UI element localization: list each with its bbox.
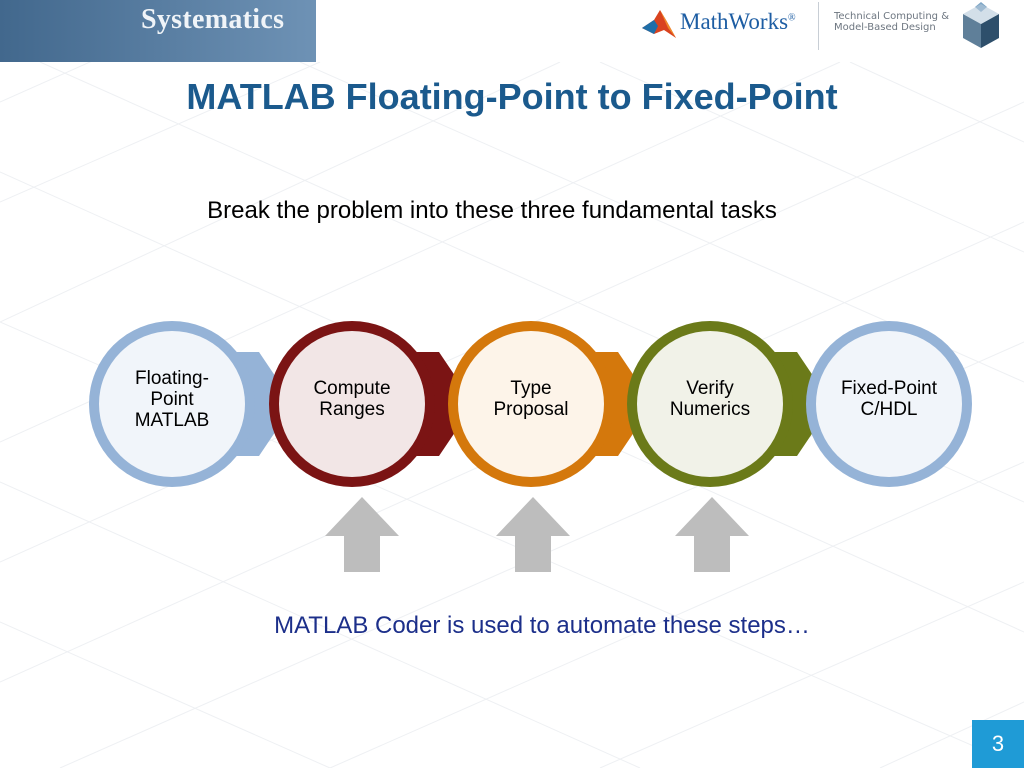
tagline-line-2: Model-Based Design [834, 22, 936, 33]
label-line: Floating- [135, 367, 209, 389]
label-line: Proposal [493, 399, 569, 420]
slide-title: MATLAB Floating-Point to Fixed-Point [186, 76, 838, 117]
label-line: Type [510, 378, 552, 399]
header-tagline: Technical Computing & Model-Based Design [834, 11, 964, 33]
label-line: Point [150, 388, 194, 410]
mathworks-logo-icon [642, 10, 676, 38]
slide-subtitle: Break the problem into these three funda… [207, 197, 777, 224]
label-line: Ranges [319, 399, 385, 420]
workflow-circle-1 [99, 331, 245, 477]
tagline-line-1: Technical Computing & [834, 11, 949, 22]
workflow-circle-4 [637, 331, 783, 477]
label-line: Numerics [669, 399, 751, 420]
workflow-circle-2 [279, 331, 425, 477]
registered-mark: ® [788, 12, 796, 24]
workflow-circle-5 [816, 331, 962, 477]
page-number: 3 [972, 720, 1024, 768]
mathworks-wordmark: MathWorks® [680, 9, 796, 35]
systematics-banner: Systematics [0, 0, 316, 62]
input-arrow-2 [496, 497, 570, 572]
label-line: Fixed-Point [840, 378, 938, 399]
cube-logo-icon [963, 2, 999, 48]
header-bar: Systematics MathWorks® Technical Computi… [0, 0, 1024, 62]
input-arrow-3 [675, 497, 749, 572]
label-line: Verify [686, 378, 734, 399]
label-line: C/HDL [860, 399, 918, 420]
label-line: Compute [313, 378, 391, 399]
footer-note: MATLAB Coder is used to automate these s… [274, 612, 810, 639]
header-divider [818, 2, 819, 50]
workflow-node-1 [89, 321, 294, 487]
workflow-node-4 [627, 321, 832, 487]
workflow-node-5 [806, 321, 972, 487]
brand-name: Systematics [141, 4, 285, 35]
workflow-circle-3 [458, 331, 604, 477]
label-line: MATLAB [134, 409, 210, 431]
partner-name: MathWorks [680, 9, 789, 34]
input-arrow-1 [325, 497, 399, 572]
